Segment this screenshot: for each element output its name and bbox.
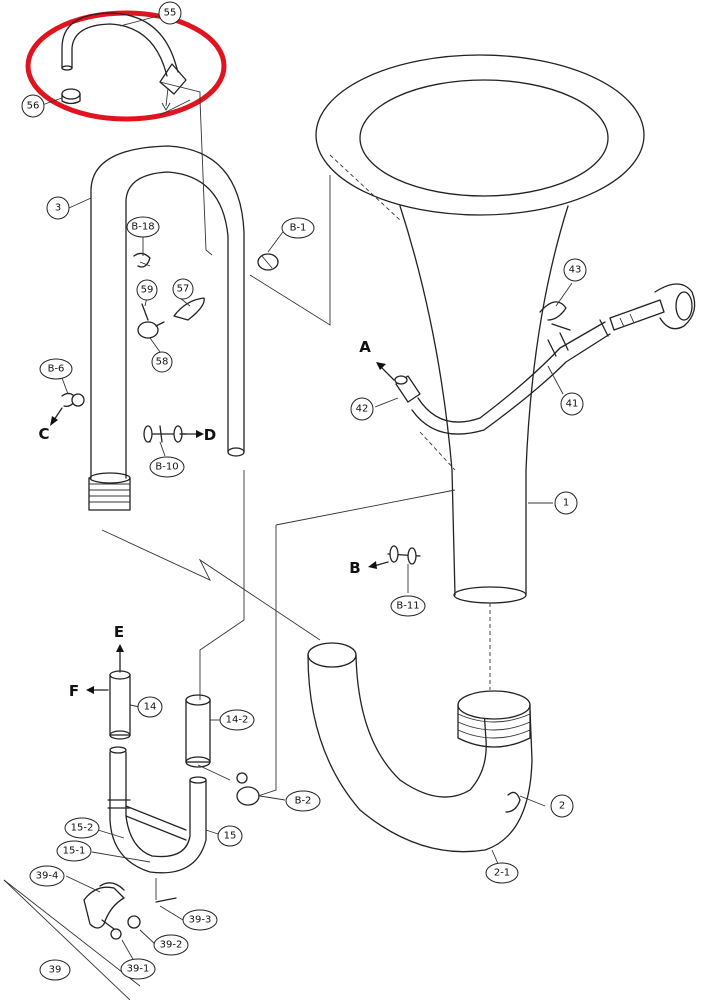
part-59-pin bbox=[141, 303, 149, 321]
callout-58: 58 bbox=[151, 351, 173, 373]
connector-b2 bbox=[236, 772, 260, 806]
part-14-2-tube bbox=[185, 694, 211, 768]
svg-text:15-1: 15-1 bbox=[63, 846, 86, 857]
svg-text:2-1: 2-1 bbox=[494, 868, 510, 879]
svg-text:39-4: 39-4 bbox=[36, 871, 59, 882]
svg-text:39: 39 bbox=[49, 965, 62, 976]
callout-3: 3 bbox=[46, 196, 70, 220]
svg-text:15: 15 bbox=[224, 831, 237, 842]
letter-b: B bbox=[349, 559, 360, 577]
callout-b10: B-10 bbox=[149, 456, 185, 478]
svg-text:B-11: B-11 bbox=[396, 601, 419, 612]
direction-arrows bbox=[50, 362, 395, 694]
letter-e: E bbox=[114, 623, 124, 641]
callout-41: 41 bbox=[560, 392, 584, 416]
part-39-water-key bbox=[83, 882, 177, 940]
callout-39-1: 39-1 bbox=[120, 958, 156, 980]
svg-text:59: 59 bbox=[141, 285, 154, 296]
callout-b2: B-2 bbox=[285, 790, 321, 812]
highlight-ellipse bbox=[25, 10, 227, 122]
connector-b10 bbox=[143, 425, 187, 443]
svg-text:55: 55 bbox=[164, 8, 177, 19]
part-14-tube bbox=[109, 670, 131, 740]
connector-b18 bbox=[133, 252, 151, 268]
callout-b18: B-18 bbox=[126, 216, 160, 238]
part-43-clip bbox=[539, 301, 571, 331]
part-58-screw bbox=[137, 321, 165, 339]
callout-14: 14 bbox=[137, 696, 163, 718]
callout-39-3: 39-3 bbox=[182, 909, 218, 931]
svg-text:58: 58 bbox=[156, 357, 169, 368]
svg-text:57: 57 bbox=[177, 284, 190, 295]
callout-b6: B-6 bbox=[39, 358, 73, 380]
callout-39-4: 39-4 bbox=[29, 865, 65, 887]
svg-text:B-18: B-18 bbox=[131, 222, 154, 233]
letter-a: A bbox=[359, 338, 371, 356]
svg-text:14: 14 bbox=[144, 702, 157, 713]
part-1-bell bbox=[315, 54, 645, 604]
mouthpiece bbox=[609, 283, 696, 331]
callout-1: 1 bbox=[554, 491, 578, 515]
svg-text:3: 3 bbox=[55, 203, 61, 214]
part-56-cap bbox=[61, 88, 81, 105]
svg-text:B-10: B-10 bbox=[155, 462, 178, 473]
callout-15: 15 bbox=[217, 825, 243, 847]
callout-39-2: 39-2 bbox=[153, 934, 189, 956]
svg-text:14-2: 14-2 bbox=[226, 715, 249, 726]
part-2-bottom-bow bbox=[307, 642, 533, 853]
svg-text:B-6: B-6 bbox=[48, 364, 65, 375]
callout-b11: B-11 bbox=[390, 595, 426, 617]
part-41-leadpipe bbox=[411, 319, 611, 435]
svg-text:B-1: B-1 bbox=[290, 223, 307, 234]
connector-b6 bbox=[61, 392, 85, 407]
letter-f: F bbox=[69, 682, 79, 700]
svg-text:15-2: 15-2 bbox=[71, 823, 94, 834]
letter-c: C bbox=[38, 425, 49, 443]
svg-text:43: 43 bbox=[569, 265, 582, 276]
callout-2-1: 2-1 bbox=[485, 862, 519, 884]
svg-text:42: 42 bbox=[356, 404, 369, 415]
part-42-cap bbox=[394, 375, 421, 403]
callout-14-2: 14-2 bbox=[219, 709, 255, 731]
part-57-clip bbox=[173, 297, 205, 321]
svg-text:1: 1 bbox=[563, 498, 569, 509]
callout-56: 56 bbox=[21, 94, 45, 118]
callout-55: 55 bbox=[158, 1, 182, 25]
svg-text:B-2: B-2 bbox=[295, 796, 312, 807]
letter-d: D bbox=[204, 426, 216, 444]
callout-b1: B-1 bbox=[281, 217, 315, 239]
svg-text:39-2: 39-2 bbox=[160, 940, 183, 951]
callout-2: 2 bbox=[550, 794, 574, 818]
assembly-lines bbox=[3, 81, 491, 1000]
callout-15-2: 15-2 bbox=[64, 817, 100, 839]
connector-b11 bbox=[387, 545, 421, 565]
callout-57: 57 bbox=[172, 278, 194, 300]
callout-15-1: 15-1 bbox=[56, 840, 92, 862]
svg-text:56: 56 bbox=[27, 101, 40, 112]
callout-59: 59 bbox=[136, 279, 158, 301]
part-3-main-tube bbox=[88, 145, 245, 511]
part-15-u-slide bbox=[107, 746, 207, 874]
svg-text:2: 2 bbox=[559, 801, 565, 812]
part-55-crook bbox=[61, 12, 187, 111]
callout-42: 42 bbox=[350, 397, 374, 421]
svg-text:39-1: 39-1 bbox=[127, 964, 150, 975]
callout-43: 43 bbox=[563, 258, 587, 282]
callout-39: 39 bbox=[39, 959, 71, 981]
svg-text:39-3: 39-3 bbox=[189, 915, 212, 926]
connector-b1 bbox=[257, 253, 279, 271]
svg-text:41: 41 bbox=[566, 399, 579, 410]
